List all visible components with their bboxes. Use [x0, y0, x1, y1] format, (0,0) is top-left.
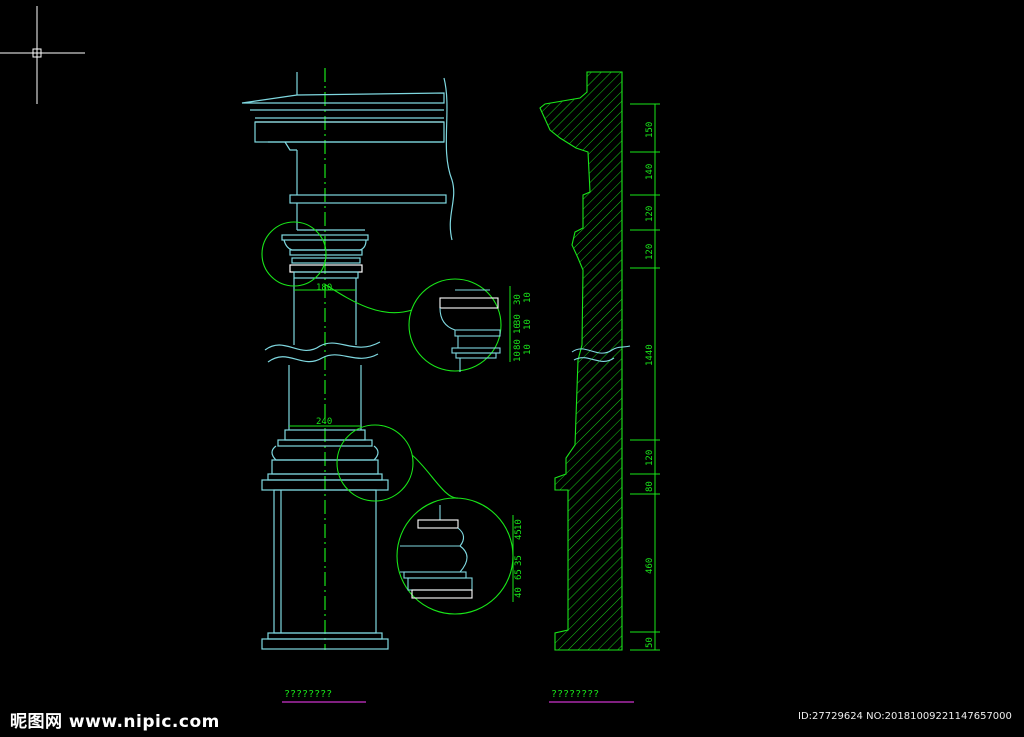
base-detail: 45 35 65 40 10 — [396, 497, 524, 615]
base-dim-2: 35 — [514, 555, 524, 566]
base-dim-3: 65 — [514, 569, 524, 580]
elevation-dimensions — [289, 289, 361, 427]
section-dim-6: 120 — [645, 450, 655, 466]
column-elevation — [241, 68, 455, 650]
section-dim-9: 50 — [645, 637, 655, 648]
base-dim-1: 45 — [514, 529, 524, 540]
base-dim-5: 10 — [514, 519, 524, 530]
section-dim-8: 460 — [645, 558, 655, 574]
cap-dim-4: 10 — [523, 319, 533, 330]
cap-dim-7: 10 — [523, 344, 533, 355]
section-dim-1: 150 — [645, 122, 655, 138]
base-width-label: 240 — [316, 417, 332, 427]
capital-detail: 10 30 30 10 10 80 10 10 — [408, 278, 533, 372]
cap-dim-6: 80 — [513, 339, 523, 350]
crosshair-cursor-icon — [0, 6, 85, 104]
cap-dim-8: 10 — [513, 351, 523, 362]
cap-dim-1: 10 — [523, 292, 533, 303]
watermark-site: 昵图网 www.nipic.com — [10, 712, 220, 732]
watermark-id: ID:27729624 NO:20181009221147657000 — [798, 711, 1012, 722]
section-dim-7: 80 — [645, 481, 655, 492]
section-dim-5: 1440 — [645, 344, 655, 366]
column-section: 150 140 120 120 1440 120 80 460 50 — [539, 71, 660, 651]
cap-dim-5: 10 — [513, 323, 523, 334]
elevation-caption: ???????? — [284, 689, 332, 700]
cap-dim-3: 30 — [513, 314, 523, 325]
section-dim-4: 120 — [645, 244, 655, 260]
section-dim-2: 140 — [645, 164, 655, 180]
detail-markers — [261, 221, 459, 502]
section-caption: ???????? — [551, 689, 599, 700]
base-dim-4: 40 — [514, 587, 524, 598]
shaft-width-label: 180 — [316, 283, 332, 293]
cap-dim-2: 30 — [513, 294, 523, 305]
section-dim-3: 120 — [645, 206, 655, 222]
